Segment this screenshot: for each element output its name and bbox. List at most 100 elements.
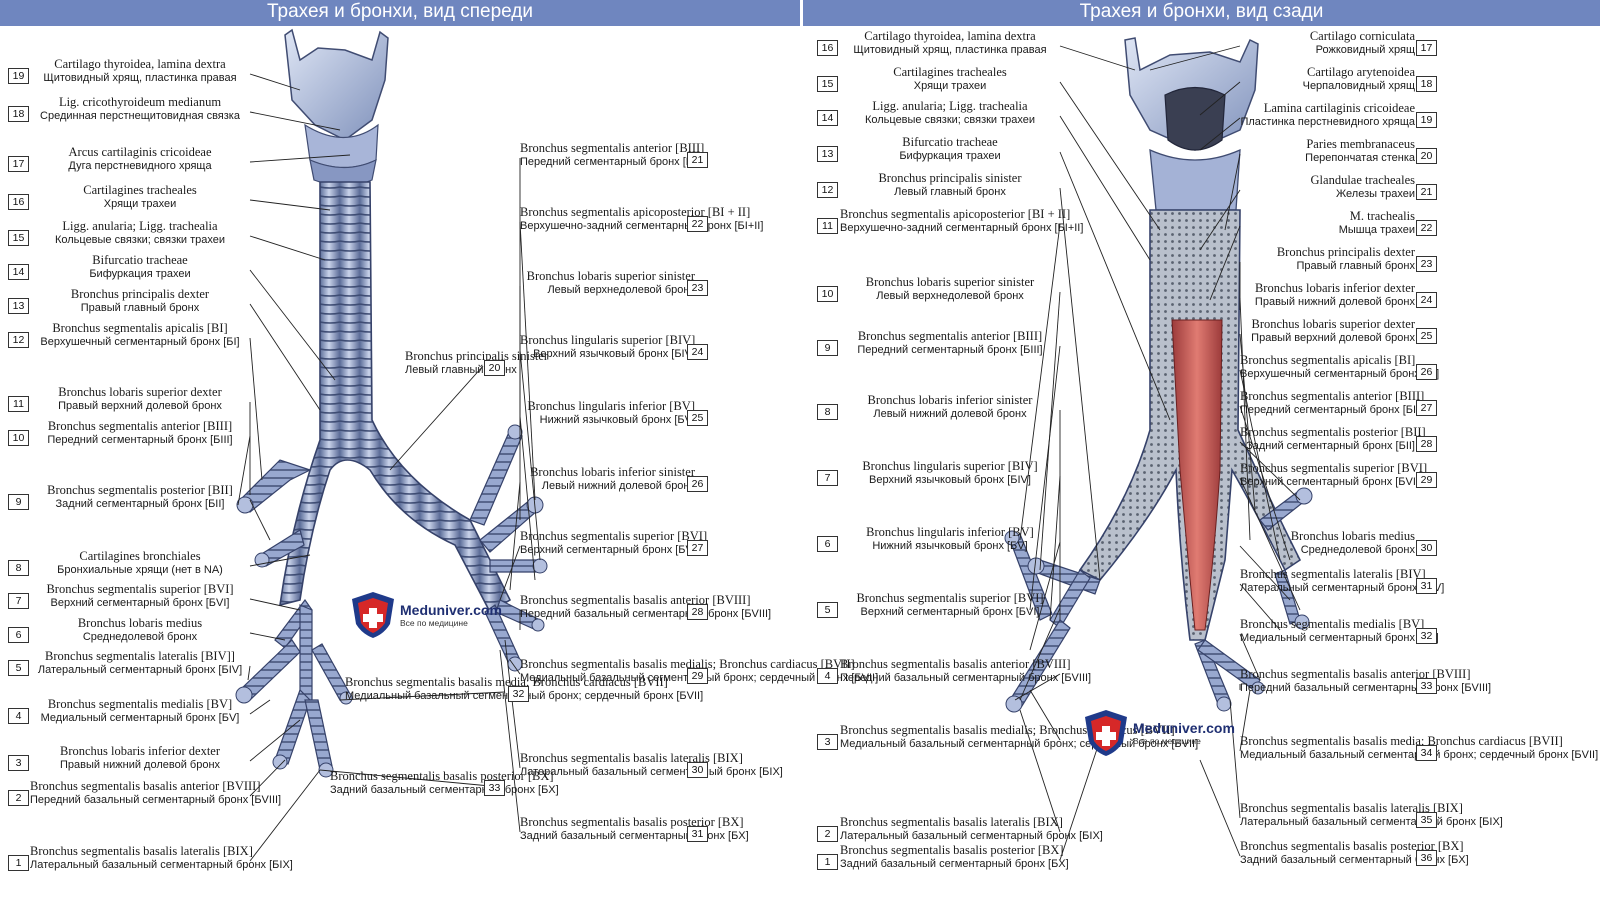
russian-term: Задний сегментарный бронх [БII]	[1246, 440, 1415, 453]
leader-line	[1199, 759, 1241, 857]
russian-term: Верхний язычковый бронх [БIV]	[533, 348, 695, 361]
latin-term: Bronchus segmentalis basalis lateralis […	[520, 751, 743, 765]
latin-term: Arcus cartilaginis cricoideae	[68, 145, 212, 159]
front-left-label-1: Bronchus segmentalis basalis lateralis […	[30, 844, 293, 872]
front-lower-number-badge: 33	[484, 780, 505, 796]
russian-term: Правый верхний долевой бронх	[1251, 332, 1415, 345]
front-lower-number-badge: 32	[508, 686, 529, 702]
back-right-label-26: Bronchus segmentalis apicalis [BI]Верхуш…	[1240, 353, 1440, 381]
leader-line	[249, 699, 271, 715]
russian-term: Рожковидный хрящ	[1315, 44, 1415, 57]
front-left-number-badge: 2	[8, 790, 29, 806]
leader-line	[1019, 223, 1061, 541]
leader-line	[389, 365, 484, 471]
latin-term: Bronchus segmentalis basalis anterior [B…	[840, 657, 1071, 671]
latin-term: Bronchus principalis sinister	[878, 171, 1022, 185]
front-left-number-badge: 17	[8, 156, 29, 172]
front-left-number-badge: 4	[8, 708, 29, 724]
russian-term: Кольцевые связки; связки трахеи	[864, 114, 1036, 127]
back-right-label-29: Bronchus segmentalis superior [BVI]Верхн…	[1240, 461, 1428, 489]
back-left-number-badge: 14	[817, 110, 838, 126]
latin-term: Bronchus lobaris superior sinister	[526, 269, 695, 283]
front-right-number-badge: 30	[687, 762, 708, 778]
back-right-number-badge: 34	[1416, 745, 1437, 761]
russian-term: Медиальный базальный сегментарный бронх;…	[1240, 749, 1599, 762]
leader-line	[519, 221, 536, 501]
russian-term: Бифуркация трахеи	[89, 268, 191, 281]
leader-line	[339, 691, 506, 701]
russian-term: Левый главный бронх	[405, 364, 517, 377]
leader-line	[1019, 709, 1061, 833]
russian-term: Задний базальный сегментарный бронх [БX]	[1240, 854, 1469, 867]
front-left-number-badge: 13	[8, 298, 29, 314]
front-left-label-9: Bronchus segmentalis posterior [BII]Задн…	[30, 483, 250, 511]
russian-term: Латеральный базальный сегментарный бронх…	[30, 859, 293, 872]
leader-line	[1199, 189, 1241, 251]
front-left-number-badge: 11	[8, 396, 29, 412]
latin-term: Bronchus segmentalis basalis anterior [B…	[1240, 667, 1471, 681]
russian-term: Верхний язычковый бронх [БIV]	[869, 474, 1031, 487]
latin-term: Bifurcatio tracheae	[902, 135, 998, 149]
russian-term: Медиальный сегментарный бронх [БV]	[1240, 632, 1439, 645]
russian-term: Медиальный базальный сегментарный бронх;…	[840, 738, 1199, 751]
front-left-label-4: Bronchus segmentalis medialis [BV]Медиал…	[30, 697, 250, 725]
russian-term: Кольцевые связки; связки трахеи	[54, 234, 226, 247]
back-right-label-27: Bronchus segmentalis anterior [BIII]Пере…	[1240, 389, 1425, 417]
back-right-number-badge: 27	[1416, 400, 1437, 416]
russian-term: Передний базальный сегментарный бронх [Б…	[1240, 682, 1492, 695]
front-right-label-21: Bronchus segmentalis anterior [BIII]Пере…	[520, 141, 705, 169]
russian-term: Левый нижний долевой бронх	[541, 480, 695, 493]
latin-term: Bronchus lobaris superior dexter	[1251, 317, 1415, 331]
latin-term: Bronchus segmentalis basalis posterior […	[840, 843, 1064, 857]
leader-line	[1239, 689, 1251, 752]
back-left-number-badge: 3	[817, 734, 838, 750]
leader-line	[249, 719, 301, 762]
front-left-number-badge: 16	[8, 194, 29, 210]
russian-term: Правый главный бронх	[80, 302, 200, 315]
russian-term: Верхушечно-задний сегментарный бронх [БI…	[840, 222, 1084, 235]
russian-term: Верхушечный сегментарный бронх [БI]	[1240, 368, 1440, 381]
latin-term: Bronchus segmentalis apicalis [BI]	[1240, 353, 1416, 367]
front-right-number-badge: 21	[687, 152, 708, 168]
leader-line	[519, 349, 541, 561]
front-right-number-badge: 23	[687, 280, 708, 296]
russian-term: Задний базальный сегментарный бронх [БX]	[330, 784, 559, 797]
leader-line	[1059, 45, 1136, 71]
front-left-label-12: Bronchus segmentalis apicalis [BI]Верхуш…	[30, 321, 250, 349]
back-right-number-badge: 31	[1416, 578, 1437, 594]
leader-line	[1239, 545, 1291, 601]
leader-line	[1059, 115, 1151, 261]
back-right-number-badge: 36	[1416, 850, 1437, 866]
latin-term: Cartilago corniculata	[1309, 29, 1415, 43]
leader-line	[1224, 153, 1241, 231]
leader-line	[249, 111, 341, 131]
leader-lines	[237, 45, 1301, 862]
back-right-number-badge: 26	[1416, 364, 1437, 380]
front-center-number-badge: 20	[484, 360, 505, 376]
latin-term: Bronchus principalis dexter	[70, 287, 210, 301]
front-right-label-28: Bronchus segmentalis basalis anterior [B…	[520, 593, 771, 621]
latin-term: Bronchus segmentalis apicoposterior [BI …	[520, 205, 751, 219]
leader-line	[249, 554, 311, 567]
latin-term: Bronchus segmentalis superior [BVI]	[1240, 461, 1428, 475]
russian-term: Перепончатая стенка	[1305, 152, 1415, 165]
latin-term: Cartilagines tracheales	[893, 65, 1007, 79]
latin-term: Bronchus lobaris superior dexter	[58, 385, 222, 399]
leader-line	[249, 499, 271, 541]
latin-term: Glandulae tracheales	[1310, 173, 1415, 187]
back-right-number-badge: 35	[1416, 812, 1437, 828]
back-right-label-31: Bronchus segmentalis lateralis [BIV]Лате…	[1240, 567, 1444, 595]
latin-term: Paries membranaceus	[1306, 137, 1415, 151]
russian-term: Левый главный бронх	[894, 186, 1006, 199]
leader-line	[519, 415, 536, 581]
title-divider	[800, 0, 803, 26]
leader-line	[249, 235, 326, 261]
back-left-label-7: Bronchus lingularis superior [BIV]Верхни…	[840, 459, 1060, 487]
latin-term: Bronchus segmentalis apicoposterior [BI …	[840, 207, 1071, 221]
